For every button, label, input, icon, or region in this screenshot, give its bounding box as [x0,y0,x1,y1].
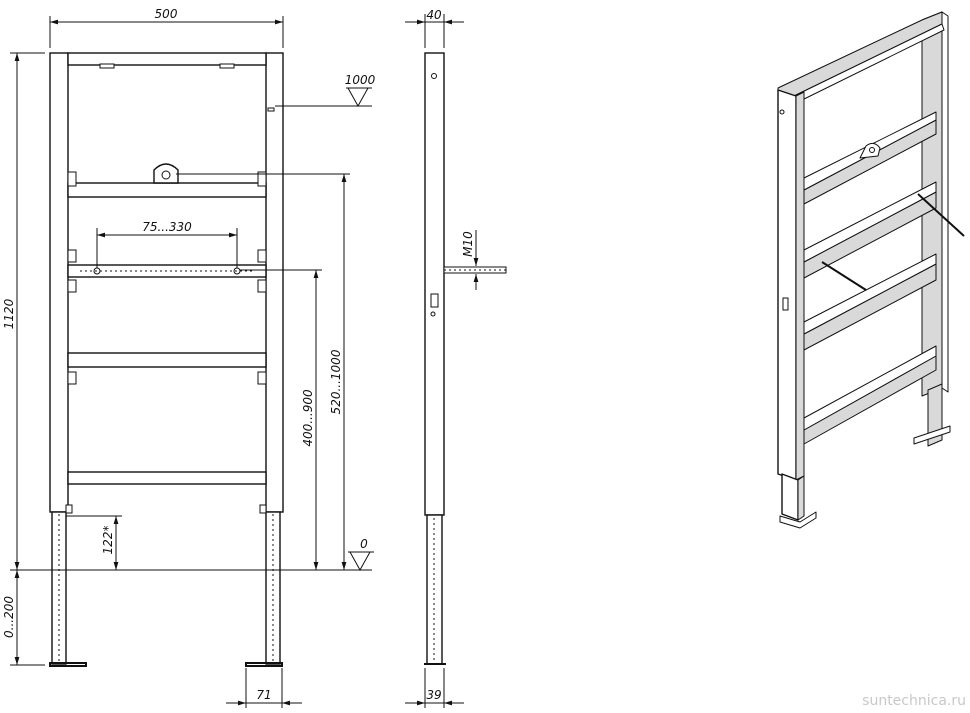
cross-bar-lower [67,352,267,368]
dim-height: 1120 [2,298,16,329]
dim-leg-width: 71 [256,688,271,702]
dim-depth-bottom: 39 [426,688,441,702]
right-foot [245,662,283,667]
top-bar [67,52,267,66]
left-foot [49,662,87,667]
iso-rod-1 [917,193,965,237]
bottom-bar [67,471,267,485]
watermark: suntechnica.ru [862,693,966,709]
isometric-view [777,11,965,529]
side-clip [430,293,439,308]
side-post [424,52,445,516]
dim-adjust-leg: 0...200 [2,596,16,638]
cross-bar-upper [67,182,267,198]
front-view [49,52,284,667]
iso-rail-3 [803,263,937,351]
dim-range-400: 400...900 [301,389,315,447]
side-view: 40 39 M10 [405,8,507,708]
level-zero: 0 [360,537,368,551]
dim-range-520: 520...1000 [329,349,343,414]
iso-left-post [777,89,797,481]
dim-width: 500 [155,7,178,21]
dim-offset-122: 122* [101,526,115,555]
mounting-eye [153,163,179,184]
iso-rail-1 [803,119,937,205]
iso-top-bar [777,11,943,97]
iso-rod-2 [821,261,867,291]
dim-thread: M10 [461,231,475,257]
dim-bracket-span: 75...330 [142,220,192,234]
dim-depth-top: 40 [426,8,442,22]
level-top: 1000 [345,73,376,87]
left-post [49,52,69,513]
iso-rail-4 [803,355,937,445]
front-dimensions: 500 1120 0...200 71 1000 0 75...330 [2,7,376,708]
right-post [265,52,284,513]
